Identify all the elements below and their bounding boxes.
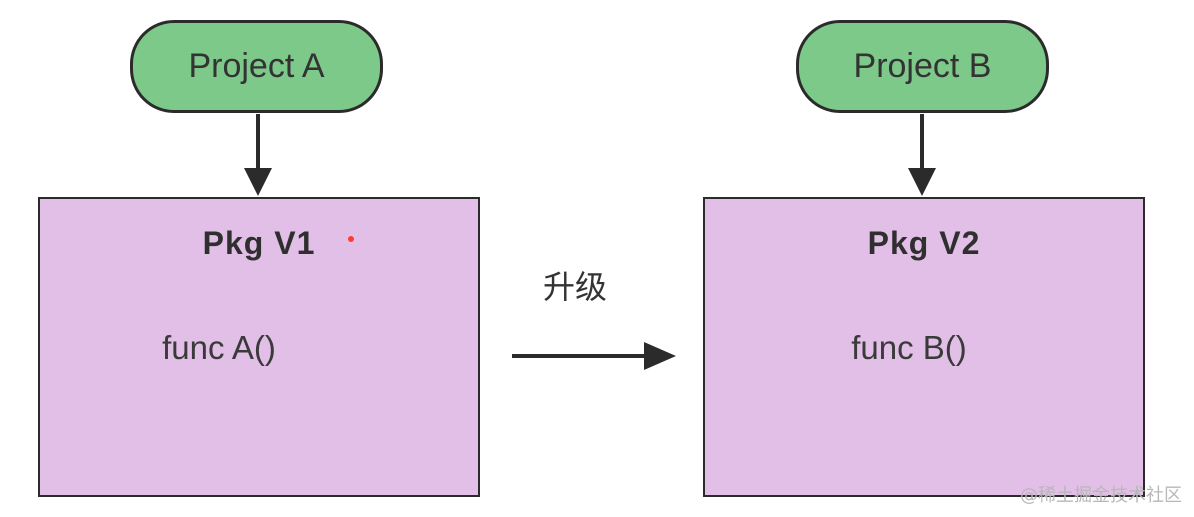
project-a-label: Project A (188, 47, 325, 85)
pkg-v1-box: Pkg V1 func A() (38, 197, 480, 497)
arrow-head-a (244, 168, 272, 196)
arrow-head-upgrade (644, 342, 676, 370)
project-a-node: Project A (130, 20, 383, 113)
watermark: @稀土掘金技术社区 (1020, 485, 1182, 506)
project-b-label: Project B (853, 47, 992, 85)
pkg-v2-box: Pkg V2 func B() (703, 197, 1145, 497)
pkg-v2-func: func B() (851, 329, 967, 366)
pkg-v1-func: func A() (162, 329, 276, 366)
red-dot-marker (348, 236, 354, 242)
arrow-head-b (908, 168, 936, 196)
pkg-v1-title: Pkg V1 (202, 225, 316, 261)
pkg-v2-title: Pkg V2 (867, 225, 981, 261)
upgrade-label: 升级 (543, 268, 608, 306)
project-b-node: Project B (796, 20, 1049, 113)
